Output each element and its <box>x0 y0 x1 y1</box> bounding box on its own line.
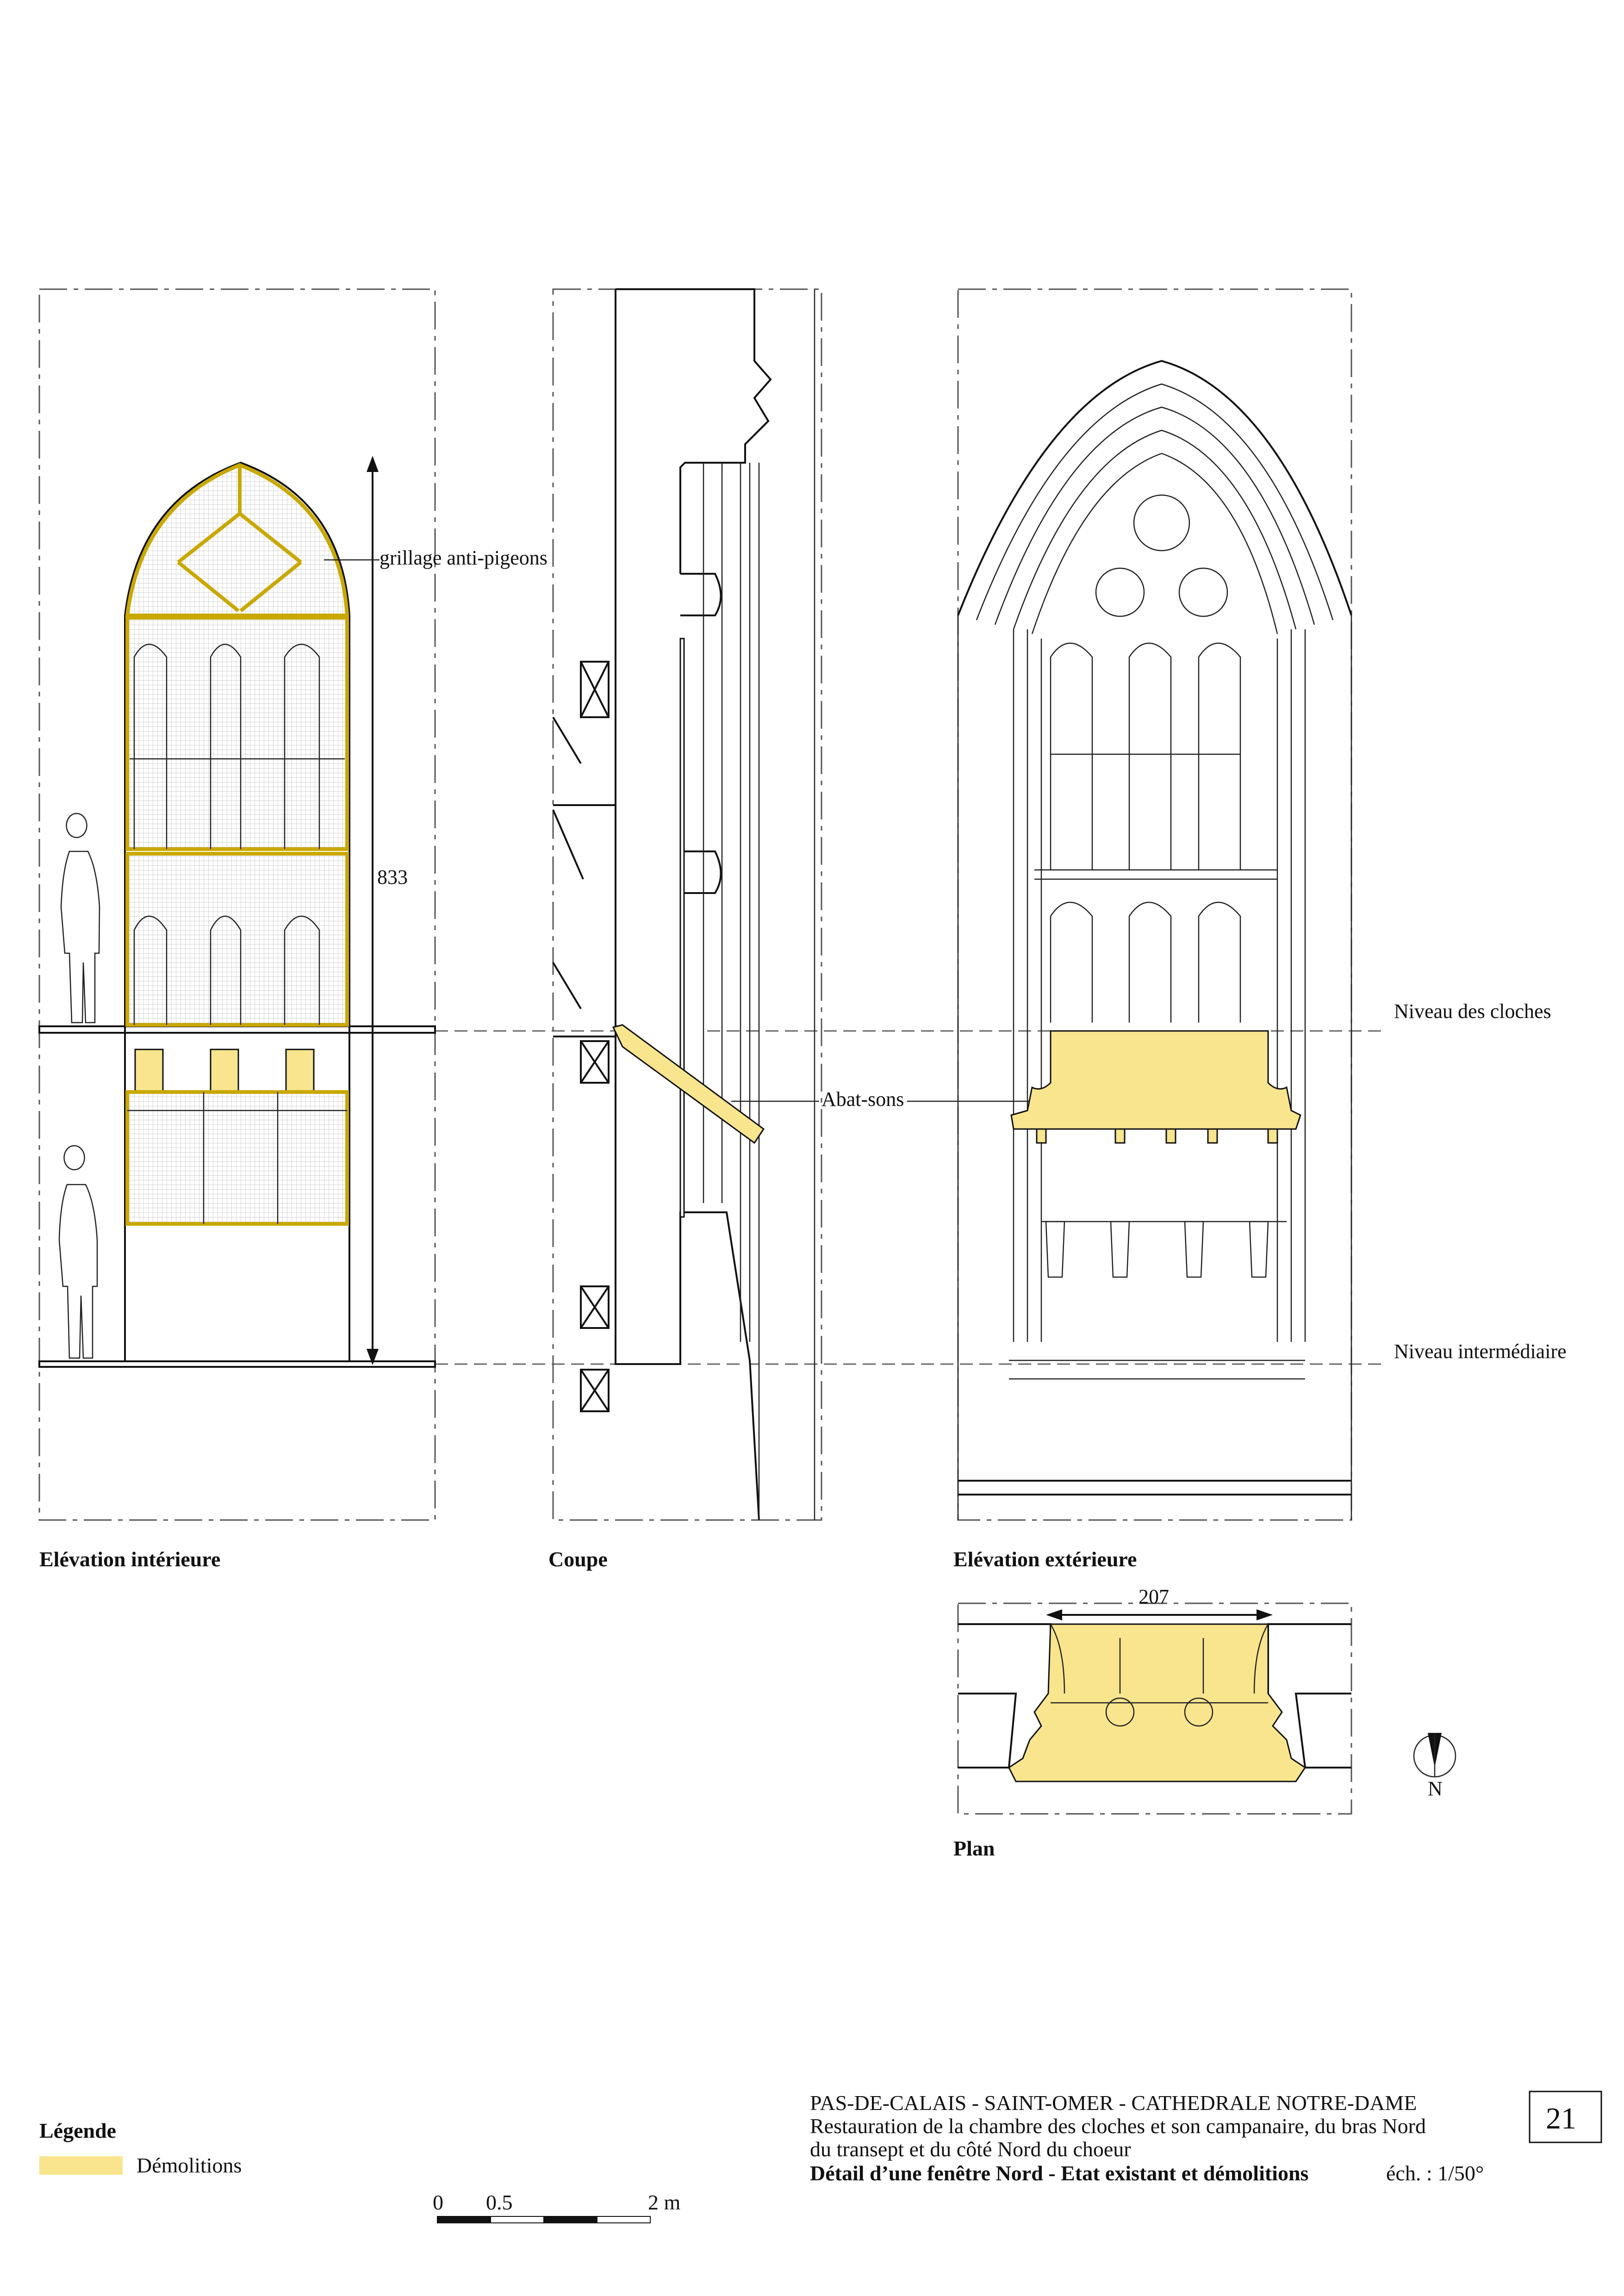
north-arrow-icon: N <box>1413 1733 1456 1800</box>
human-silhouette-upper <box>60 813 100 1024</box>
section-abat-sons <box>612 1024 765 1144</box>
interior-arch-grillage <box>126 464 348 616</box>
plan-title: Plan <box>953 1837 995 1860</box>
title-line-1: PAS-DE-CALAIS - SAINT-OMER - CATHEDRALE … <box>810 2091 1417 2115</box>
section-title: Coupe <box>548 1547 608 1571</box>
scale-bar: 0 0.5 2 m <box>433 2191 681 2223</box>
interior-middle-lights <box>126 853 348 1026</box>
dimension-width-label: 207 <box>1139 1585 1169 1608</box>
human-silhouette-lower <box>58 1145 98 1359</box>
sheet-number: 21 <box>1546 2102 1576 2135</box>
scale-tick-2m: 2 m <box>648 2191 681 2214</box>
interior-elevation: 833 grillage anti-pigeons Elévation inté… <box>38 288 548 1571</box>
title-block: PAS-DE-CALAIS - SAINT-OMER - CATHEDRALE … <box>810 2091 1602 2185</box>
north-label: N <box>1428 1777 1443 1800</box>
interior-window-frame <box>124 461 350 1361</box>
title-line-3: du transept et du côté Nord du choeur <box>810 2137 1131 2161</box>
interior-upper-lights <box>126 617 348 850</box>
plan-view: 207 Plan <box>953 1585 1352 1860</box>
title-scale: éch. : 1/50° <box>1386 2161 1484 2185</box>
legend-swatch <box>39 2156 123 2175</box>
title-line-2: Restauration de la chambre des cloches e… <box>810 2114 1426 2138</box>
scale-tick-0: 0 <box>433 2191 443 2214</box>
title-line-4: Détail d’une fenêtre Nord - Etat existan… <box>810 2161 1308 2185</box>
niveau-cloches-label: Niveau des cloches <box>1394 1000 1551 1023</box>
dimension-height-label: 833 <box>377 866 408 888</box>
interior-abat-sons-3 <box>285 1049 315 1092</box>
exterior-elevation-title: Elévation extérieure <box>953 1547 1137 1571</box>
interior-abat-sons-2 <box>210 1049 239 1092</box>
section-view: Abat-sons Coupe <box>548 288 1041 1571</box>
exterior-elevation: Elévation extérieure <box>953 288 1352 1571</box>
sheet-number-box <box>1529 2091 1602 2143</box>
scale-tick-0-5: 0.5 <box>486 2191 513 2214</box>
legend-title: Légende <box>39 2119 116 2142</box>
interior-abat-sons-1 <box>134 1049 164 1092</box>
abat-sons-annotation: Abat-sons <box>821 1088 904 1111</box>
interior-elevation-title: Elévation intérieure <box>39 1547 220 1571</box>
legend-item-label: Démolitions <box>137 2153 242 2177</box>
exterior-abat-sons <box>1010 1030 1301 1130</box>
niveau-intermediaire-label: Niveau intermédiaire <box>1394 1340 1567 1363</box>
grillage-annotation: grillage anti-pigeons <box>380 546 548 569</box>
